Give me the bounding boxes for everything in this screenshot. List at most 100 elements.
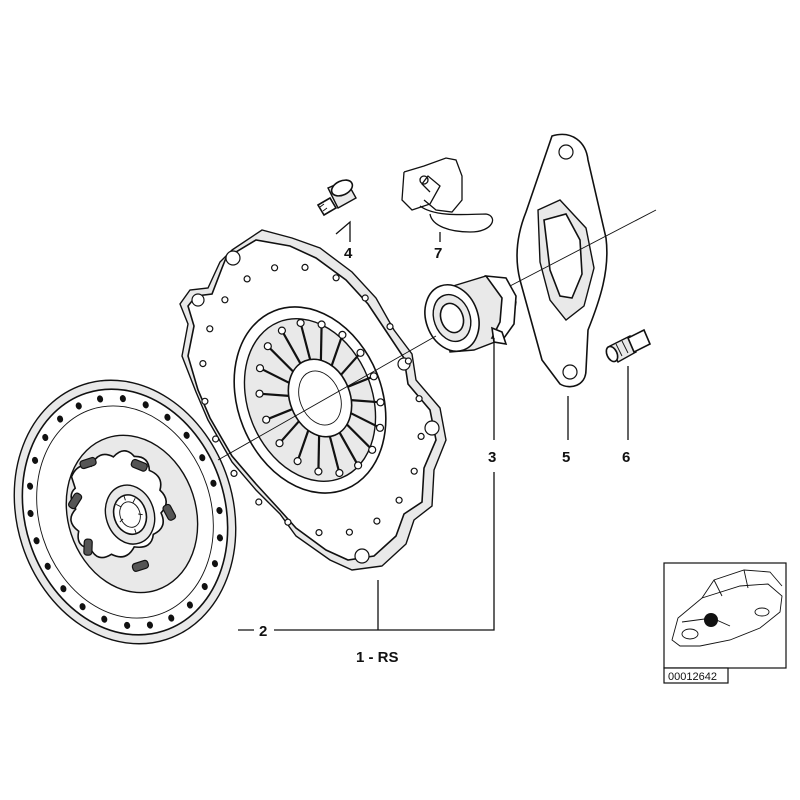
disc-rivet-hole [168, 614, 175, 622]
reference-image-number: 00012642 [668, 671, 717, 683]
disc-rivet-hole [199, 454, 206, 462]
disc-rivet-holes [27, 395, 223, 629]
callout-5: 5 [562, 449, 570, 466]
disc-rivet-hole [216, 534, 223, 542]
plate-hole [243, 275, 251, 283]
assembly-axis-line [217, 209, 657, 461]
car-location-icon [671, 569, 783, 647]
finger-rivet [255, 364, 265, 373]
spring-finger [259, 367, 290, 384]
clutch-disc[interactable] [0, 351, 269, 673]
plate-hole [415, 395, 423, 403]
finger-rivet [369, 372, 378, 381]
disc-rivet-hole [164, 413, 171, 421]
disc-rivet-hole [211, 560, 219, 568]
spring-finger [350, 412, 381, 429]
plate-hole [417, 432, 425, 440]
leader-lines [238, 220, 629, 631]
spring-finger [265, 408, 293, 421]
callout-7: 7 [434, 245, 442, 262]
release-bearing[interactable] [416, 275, 517, 359]
disc-rivet-hole [57, 415, 64, 423]
spring-finger [328, 436, 341, 474]
plate-hole [395, 496, 403, 504]
plate-hole [206, 325, 214, 333]
disc-rivet-hole [60, 585, 67, 593]
spring-finger [299, 322, 312, 360]
spring-finger [351, 399, 381, 404]
disc-rivet-hole [142, 401, 149, 409]
spring-finger [267, 345, 294, 373]
disc-rivet-hole [101, 615, 108, 623]
disc-rivet-hole [183, 431, 190, 439]
callout-2: 2 [259, 623, 267, 640]
spring-finger [280, 330, 302, 364]
finger-rivet [338, 330, 347, 339]
finger-rivet [354, 461, 363, 470]
finger-rivet [277, 326, 286, 335]
disc-rivet-hole [119, 395, 126, 403]
spring-finger [330, 334, 344, 366]
finger-rivet [335, 468, 344, 478]
plate-hole [301, 263, 309, 271]
callout-6: 6 [622, 449, 630, 466]
finger-rivet [317, 320, 326, 329]
finger-rivet [314, 467, 323, 476]
plate-hole [199, 360, 207, 368]
finger-rivet [255, 389, 264, 398]
disc-rivet-hole [75, 402, 82, 410]
callout-3: 3 [488, 449, 496, 466]
retaining-clip[interactable] [401, 157, 494, 233]
diaphragm-spring-fingers [255, 318, 385, 478]
disc-rivet-hole [216, 506, 223, 515]
finger-rivet [375, 423, 385, 432]
disc-rivet-hole [31, 456, 39, 464]
finger-rivet [262, 415, 271, 424]
plate-hole [284, 518, 292, 526]
finger-rivet [368, 445, 377, 454]
plate-hole [373, 517, 381, 525]
callout-1-rs: 1 - RS [356, 649, 399, 666]
finger-rivet [275, 439, 284, 448]
damper-springs [68, 456, 177, 572]
spring-finger [317, 435, 321, 472]
plate-hole [212, 435, 220, 443]
disc-rivet-hole [33, 537, 40, 545]
plate-hole [271, 264, 279, 272]
spring-finger [278, 420, 300, 444]
vehicle-reference-box: 00012642 [663, 562, 787, 684]
pivot-pin[interactable] [604, 328, 652, 363]
finger-rivet [356, 348, 365, 357]
disc-rivet-hole [124, 621, 131, 629]
spring-finger [346, 423, 373, 451]
finger-rivet [296, 318, 305, 328]
pressure-plate-holes [199, 263, 425, 537]
plate-hole [361, 294, 369, 302]
disc-rivet-hole [96, 395, 104, 403]
spring-finger [296, 430, 310, 462]
finger-rivet [293, 457, 302, 466]
disc-rivet-hole [201, 582, 208, 591]
plate-hole [255, 498, 263, 506]
plate-hole [221, 296, 229, 304]
plate-hole [386, 323, 394, 331]
finger-rivet [376, 398, 385, 407]
disc-rivet-hole [186, 601, 193, 609]
disc-rivet-hole [44, 562, 51, 570]
plate-hole [410, 467, 418, 475]
plate-hole [404, 357, 412, 365]
disc-rivet-hole [42, 433, 49, 442]
disc-rivet-hole [146, 621, 154, 629]
disc-rivet-hole [27, 509, 34, 518]
bolt[interactable] [316, 177, 357, 217]
pressure-plate[interactable] [179, 229, 447, 571]
disc-rivet-hole [79, 603, 86, 611]
plate-hole [315, 528, 323, 537]
release-fork[interactable] [516, 133, 608, 388]
plate-hole [230, 469, 238, 477]
plate-hole [332, 274, 340, 282]
plate-hole [345, 528, 353, 536]
spring-finger [347, 375, 375, 388]
callout-4: 4 [344, 245, 353, 262]
